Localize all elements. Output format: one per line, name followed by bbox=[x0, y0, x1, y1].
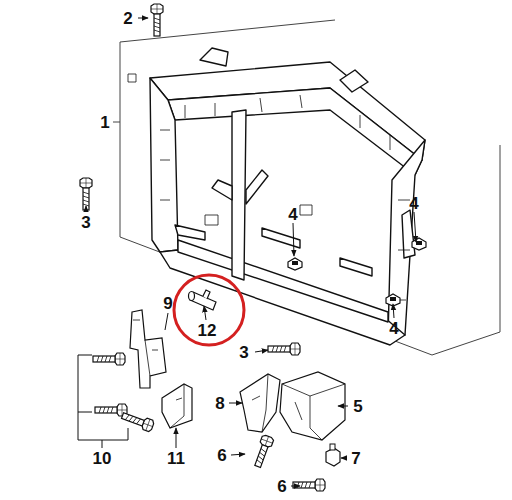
callout-number: 3 bbox=[80, 213, 91, 232]
callout-number: 8 bbox=[214, 394, 225, 413]
callout-number: 6 bbox=[276, 477, 287, 496]
callout-number: 11 bbox=[166, 449, 186, 468]
callout-number: 4 bbox=[408, 194, 419, 213]
callout-number: 4 bbox=[287, 205, 298, 224]
callout-number: 5 bbox=[352, 397, 363, 416]
callout-number: 2 bbox=[122, 9, 133, 28]
callout-number: 12 bbox=[197, 321, 218, 340]
callout-number: 6 bbox=[216, 446, 227, 465]
highlight-circle bbox=[174, 275, 244, 345]
callout-number: 3 bbox=[238, 343, 249, 362]
callout-number: 10 bbox=[92, 449, 113, 468]
callout-number: 4 bbox=[388, 319, 399, 338]
callout-number: 9 bbox=[162, 294, 173, 313]
callout-number: 7 bbox=[350, 449, 361, 468]
callout-number: 1 bbox=[99, 113, 110, 132]
